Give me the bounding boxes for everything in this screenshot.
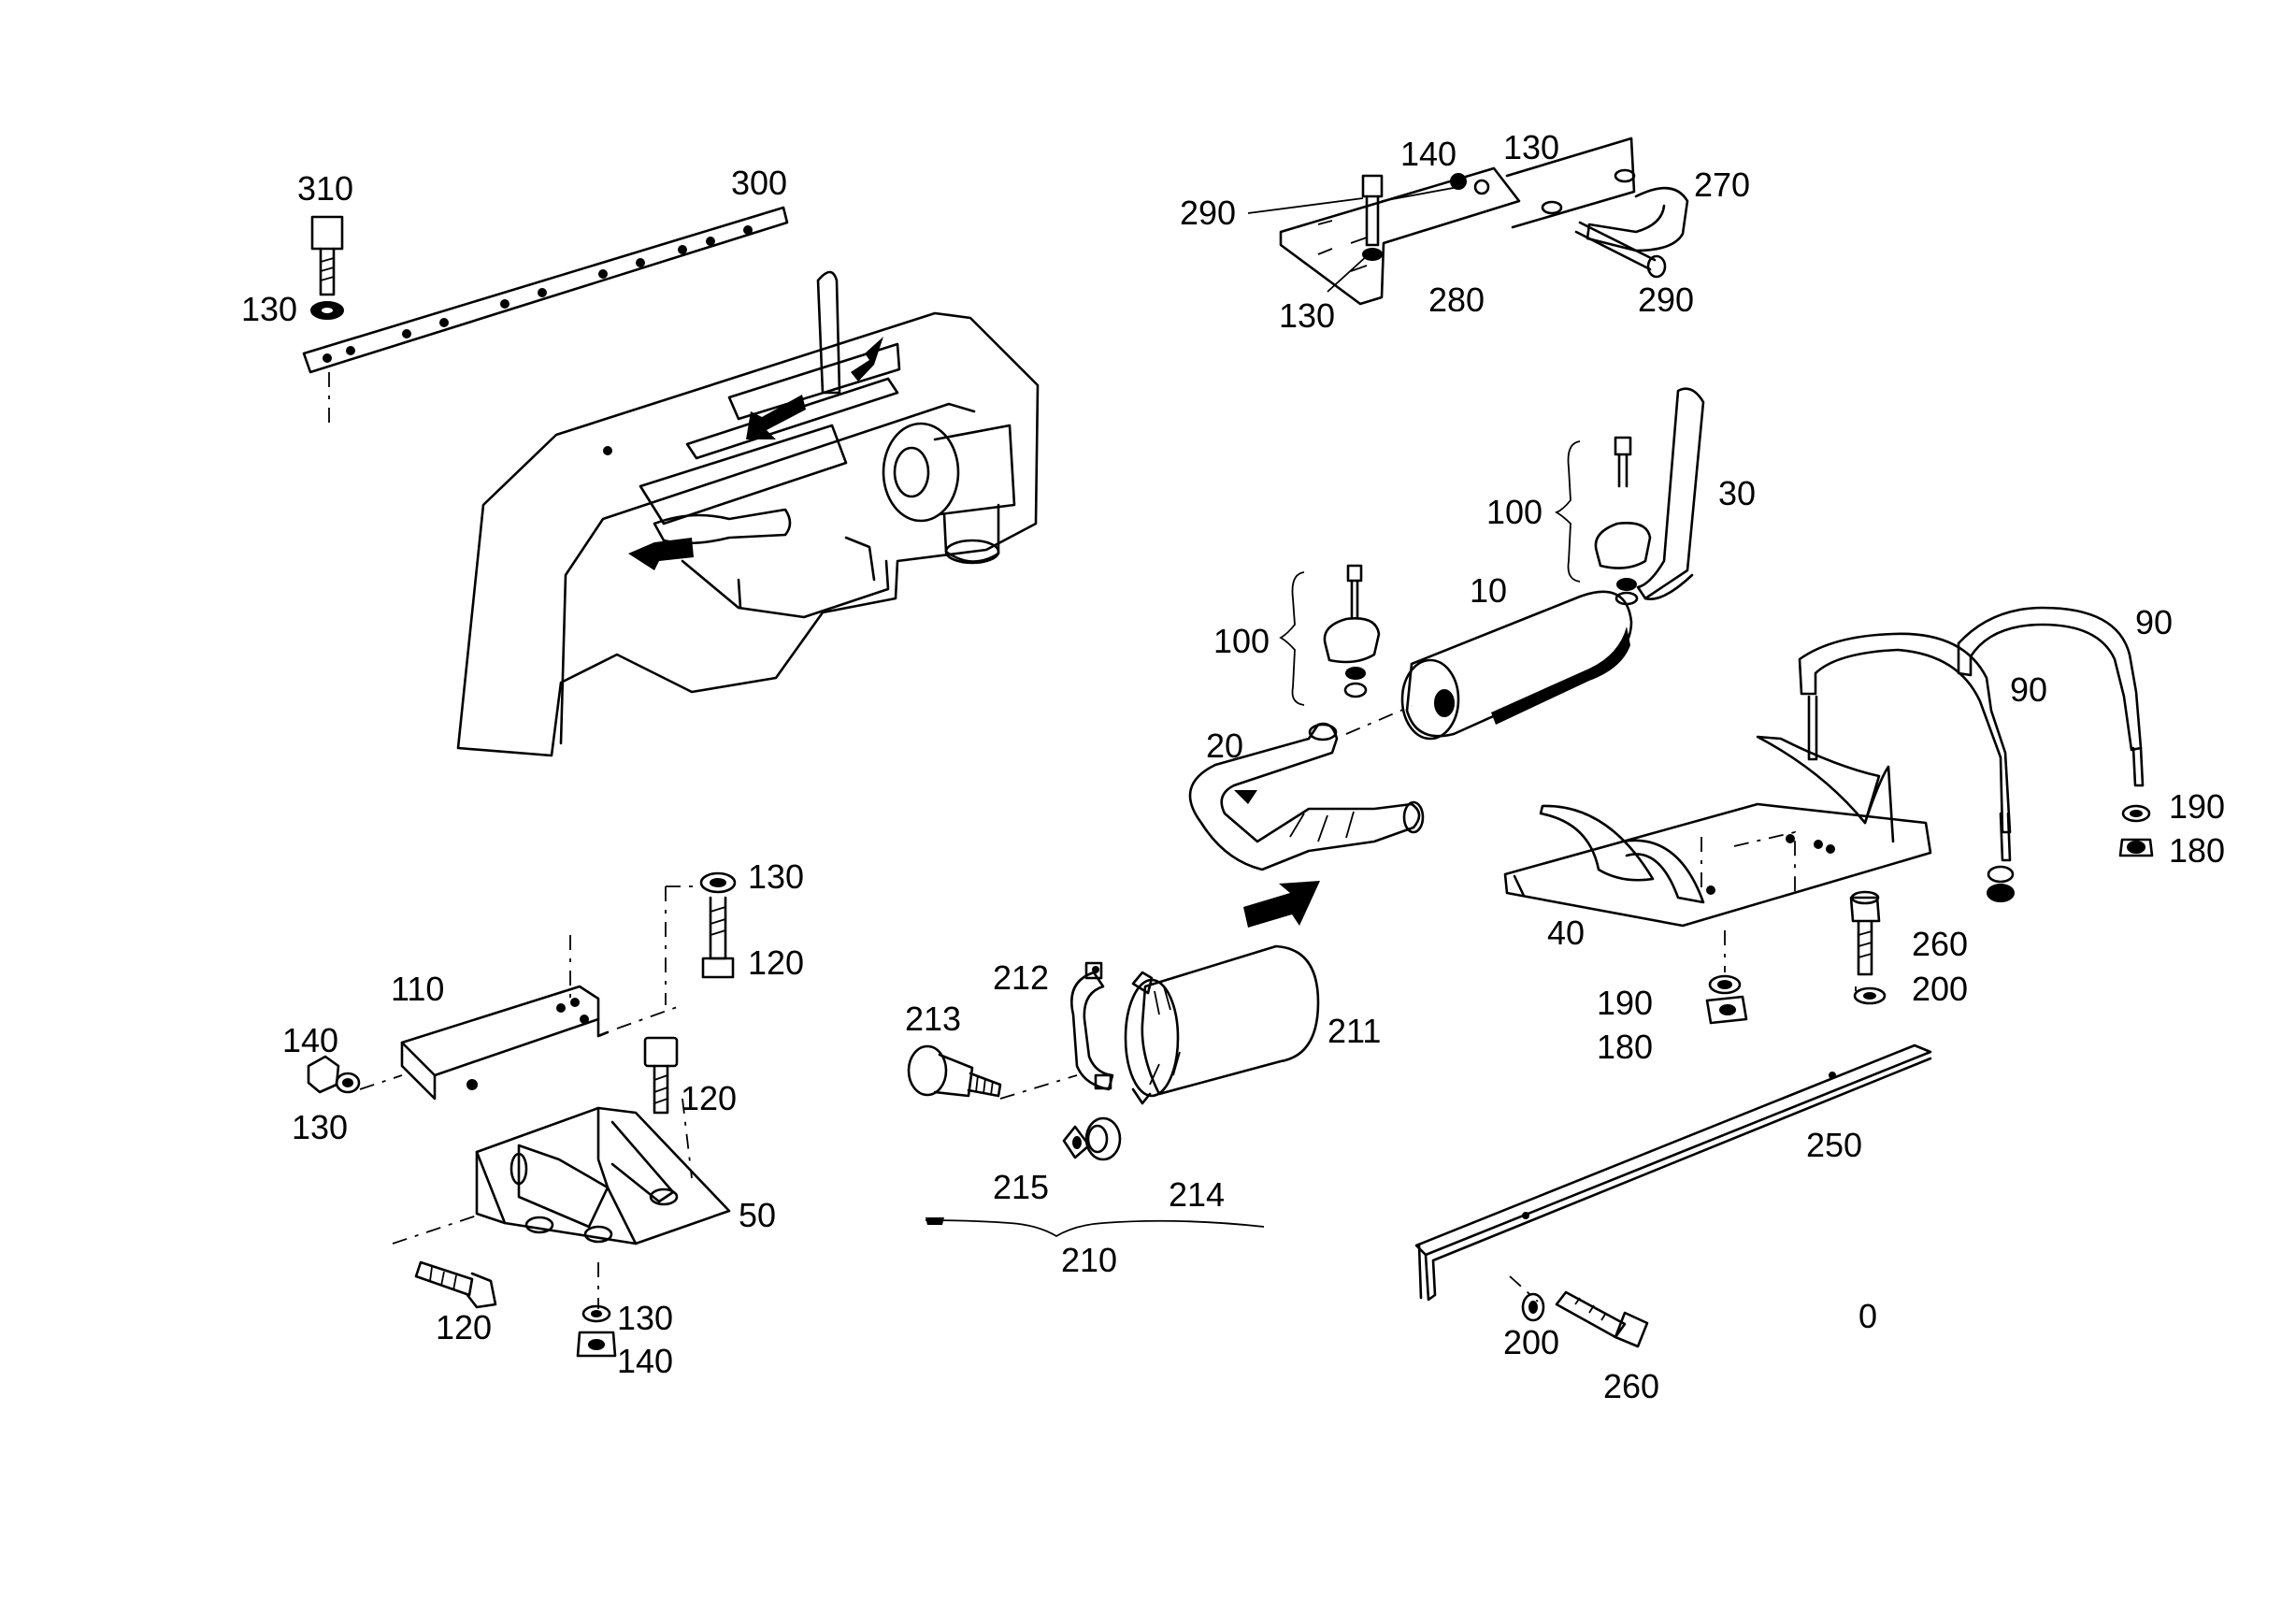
- strap-part-90-right: [1957, 606, 2145, 787]
- washer-part-190-lower: [1708, 974, 1742, 995]
- callout-130: 130: [1279, 296, 1335, 335]
- exhaust-pipe-part-20: [1188, 722, 1425, 871]
- callout-0: 0: [1858, 1297, 1877, 1335]
- strap-part-90-mid: [1798, 632, 2012, 862]
- bolt-stack-130-120: [699, 871, 737, 979]
- callout-120: 120: [436, 1308, 492, 1346]
- bracket-assembly-280: [1279, 137, 1689, 306]
- clamp-group-100-mid: [1323, 564, 1381, 698]
- callout-140: 140: [617, 1342, 673, 1380]
- callout-140: 140: [282, 1021, 338, 1059]
- brace-icon: [1554, 440, 1581, 583]
- callout-130: 130: [1503, 128, 1559, 166]
- callout-190: 190: [1597, 984, 1653, 1022]
- brace-icon: [1279, 571, 1305, 706]
- bolt-part-213: [907, 1044, 1002, 1098]
- support-plate-part-40: [1503, 735, 1932, 928]
- bolt-part-120-bracket: [643, 1036, 679, 1115]
- washer-part-200-lower: [1521, 1292, 1545, 1322]
- callout-290: 290: [1638, 281, 1694, 319]
- callout-212: 212: [993, 958, 1049, 997]
- callout-180: 180: [2169, 831, 2225, 870]
- direction-arrow-icon: [851, 337, 883, 381]
- nut-part-180-mid: [1987, 865, 2015, 902]
- callout-140: 140: [1400, 135, 1457, 173]
- callout-214: 214: [1169, 1175, 1225, 1214]
- callout-10: 10: [1470, 571, 1507, 610]
- callout-200: 200: [1912, 970, 1968, 1008]
- callout-100: 100: [1486, 493, 1543, 531]
- callout-270: 270: [1694, 166, 1750, 204]
- brace-icon: [925, 1217, 1265, 1238]
- callout-90: 90: [2010, 670, 2047, 709]
- bracket-part-50: [475, 1106, 731, 1245]
- callout-120: 120: [681, 1079, 737, 1117]
- callout-130: 130: [241, 290, 297, 328]
- direction-arrow-icon: [746, 395, 806, 439]
- bolt-part-290-right: [1574, 221, 1667, 279]
- direction-arrow-icon: [1243, 881, 1320, 928]
- callout-130: 130: [292, 1108, 348, 1146]
- callout-110: 110: [391, 970, 444, 1008]
- callout-213: 213: [905, 1000, 961, 1038]
- nut-washer-130-140-bottom: [576, 1304, 617, 1358]
- bracket-part-110: [400, 985, 610, 1101]
- washer-part-200-upper: [1853, 986, 1887, 1005]
- callout-30: 30: [1718, 474, 1756, 512]
- callout-labels: 310 300 130 140 130 270 290 130 280 290 …: [241, 128, 2225, 1405]
- callout-100: 100: [1213, 622, 1270, 660]
- callout-215: 215: [993, 1168, 1049, 1206]
- nut-washer-140-130-left: [307, 1055, 361, 1094]
- callout-310: 310: [297, 169, 353, 208]
- callout-260: 260: [1603, 1367, 1659, 1405]
- callout-40: 40: [1547, 914, 1585, 952]
- muffler-part-10: [1400, 590, 1633, 741]
- callout-280: 280: [1428, 281, 1485, 319]
- callout-300: 300: [731, 164, 787, 202]
- engine-hood-assembly: [456, 270, 1040, 757]
- callout-211: 211: [1327, 1012, 1381, 1050]
- callout-50: 50: [739, 1196, 776, 1234]
- bolt-part-290: [1361, 174, 1384, 261]
- clamp-part-212: [1070, 961, 1114, 1091]
- clamp-group-100-top: [1594, 436, 1652, 606]
- callout-90: 90: [2135, 603, 2173, 641]
- exhaust-pipe-part-30: [1636, 387, 1705, 600]
- bolt-part-310: [310, 215, 344, 320]
- callout-250: 250: [1806, 1126, 1862, 1164]
- rail-part-250: [1414, 1043, 1932, 1302]
- nut-part-180-lower: [1705, 995, 1748, 1025]
- callout-200: 200: [1503, 1323, 1559, 1361]
- bolt-part-260-lower: [1555, 1290, 1649, 1348]
- callout-130: 130: [617, 1299, 673, 1337]
- callout-260: 260: [1912, 925, 1968, 963]
- callout-290: 290: [1180, 194, 1236, 232]
- heat-shield-part-211: [1124, 944, 1320, 1105]
- nut-part-215: [1062, 1125, 1091, 1159]
- callout-20: 20: [1206, 727, 1243, 765]
- washer-part-214: [1084, 1116, 1122, 1161]
- bolt-part-260-upper: [1849, 890, 1881, 976]
- nut-washer-stack-right: [2118, 804, 2154, 857]
- direction-arrow-icon: [628, 538, 694, 570]
- callout-120: 120: [748, 943, 804, 982]
- nut-part-140-bracket: [1450, 173, 1490, 195]
- callout-130: 130: [748, 857, 804, 896]
- callout-190: 190: [2169, 787, 2225, 826]
- callout-180: 180: [1597, 1028, 1653, 1066]
- callout-210: 210: [1061, 1241, 1117, 1279]
- bolt-part-120-bottom: [414, 1260, 497, 1309]
- strap-part-300: [302, 206, 789, 425]
